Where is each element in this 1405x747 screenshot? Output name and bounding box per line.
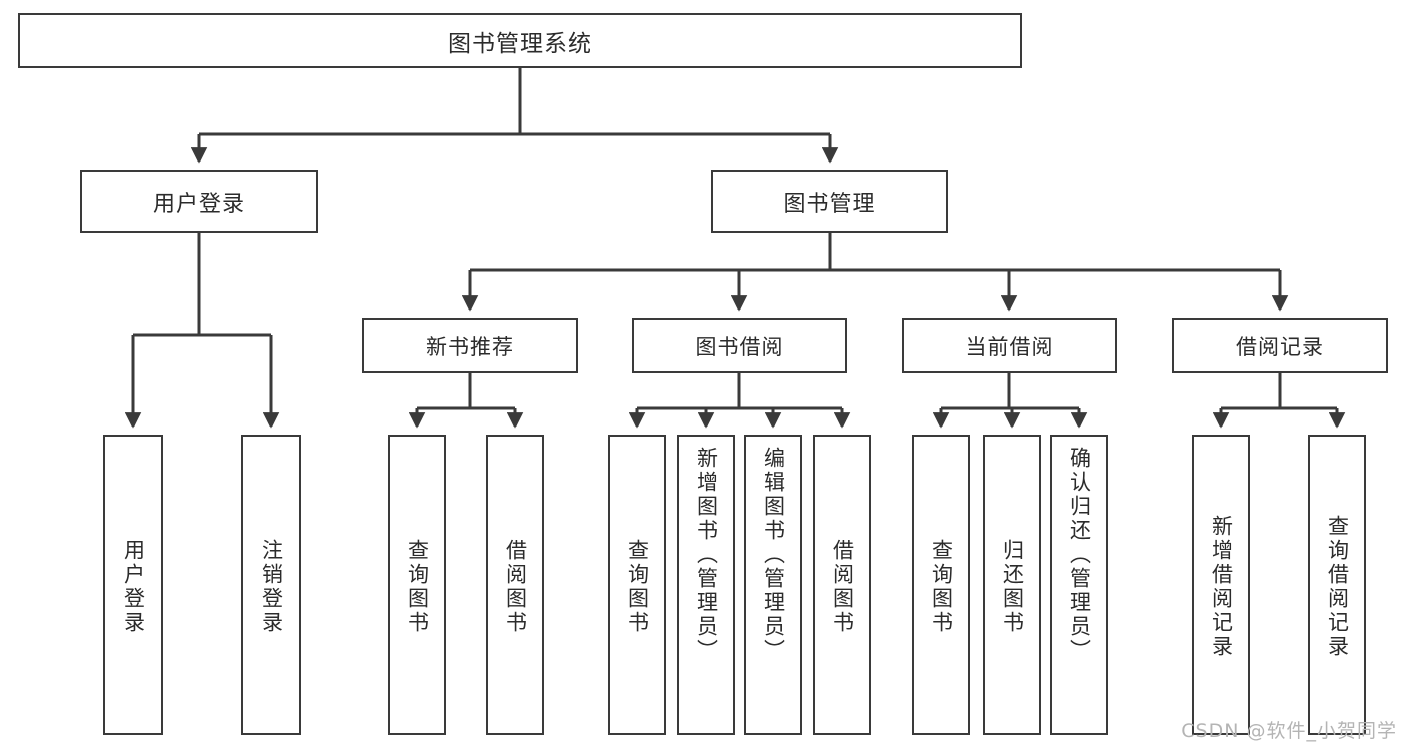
leaf-query-books-recommend-inner: 查询图书 xyxy=(390,441,444,733)
node-borrow-records-label: 借阅记录 xyxy=(1236,334,1324,359)
leaf-query-books-borrow[interactable]: 查询图书 xyxy=(608,435,666,735)
leaf-edit-book-admin-label: 编辑图书（管理员） xyxy=(761,447,786,663)
leaf-query-books-recommend[interactable]: 查询图书 xyxy=(388,435,446,735)
csdn-watermark: CSDN @软件_小贺同学 xyxy=(1181,720,1397,742)
node-book-management[interactable]: 图书管理 xyxy=(711,170,948,233)
node-book-borrow-label: 图书借阅 xyxy=(695,334,784,359)
node-user-login[interactable]: 用户登录 xyxy=(80,170,318,233)
leaf-logout-inner: 注销登录 xyxy=(243,441,299,733)
node-new-book-recommend[interactable]: 新书推荐 xyxy=(362,318,578,373)
leaf-confirm-return-admin-label: 确认归还（管理员） xyxy=(1067,447,1092,663)
leaf-confirm-return-admin-inner: 确认归还（管理员） xyxy=(1052,441,1106,739)
leaf-add-book-admin-inner: 新增图书（管理员） xyxy=(679,441,733,739)
leaf-add-borrow-record[interactable]: 新增借阅记录 xyxy=(1192,435,1250,735)
leaf-edit-book-admin-inner: 编辑图书（管理员） xyxy=(746,441,800,739)
node-root-system[interactable]: 图书管理系统 xyxy=(18,13,1022,68)
leaf-query-borrow-record-inner: 查询借阅记录 xyxy=(1310,441,1364,733)
leaf-user-login-label: 用户登录 xyxy=(121,539,146,635)
leaf-borrow-books-label: 借阅图书 xyxy=(830,539,855,635)
leaf-borrow-books-recommend[interactable]: 借阅图书 xyxy=(486,435,544,735)
leaf-add-borrow-record-label: 新增借阅记录 xyxy=(1209,515,1234,659)
node-book-borrow[interactable]: 图书借阅 xyxy=(632,318,847,373)
leaf-add-book-admin[interactable]: 新增图书（管理员） xyxy=(677,435,735,735)
leaf-query-books-current-inner: 查询图书 xyxy=(914,441,968,733)
leaf-query-books-current-label: 查询图书 xyxy=(929,539,954,635)
leaf-query-books-borrow-inner: 查询图书 xyxy=(610,441,664,733)
node-new-book-recommend-label: 新书推荐 xyxy=(426,334,514,359)
leaf-borrow-books-recommend-inner: 借阅图书 xyxy=(488,441,542,733)
node-borrow-records[interactable]: 借阅记录 xyxy=(1172,318,1388,373)
node-root-label: 图书管理系统 xyxy=(448,30,592,57)
node-user-login-label: 用户登录 xyxy=(152,191,245,217)
leaf-borrow-books-inner: 借阅图书 xyxy=(815,441,869,733)
leaf-query-books-current[interactable]: 查询图书 xyxy=(912,435,970,735)
leaf-query-books-borrow-label: 查询图书 xyxy=(625,539,650,635)
leaf-logout-label: 注销登录 xyxy=(259,539,284,635)
node-book-management-label: 图书管理 xyxy=(783,191,876,217)
leaf-query-borrow-record-label: 查询借阅记录 xyxy=(1325,515,1350,659)
leaf-user-login[interactable]: 用户登录 xyxy=(103,435,163,735)
node-current-borrow[interactable]: 当前借阅 xyxy=(902,318,1117,373)
leaf-edit-book-admin[interactable]: 编辑图书（管理员） xyxy=(744,435,802,735)
leaf-query-borrow-record[interactable]: 查询借阅记录 xyxy=(1308,435,1366,735)
leaf-logout[interactable]: 注销登录 xyxy=(241,435,301,735)
leaf-query-books-recommend-label: 查询图书 xyxy=(405,539,430,635)
leaf-borrow-books-recommend-label: 借阅图书 xyxy=(503,539,528,635)
leaf-user-login-inner: 用户登录 xyxy=(105,441,161,733)
leaf-add-book-admin-label: 新增图书（管理员） xyxy=(694,447,719,663)
leaf-return-books[interactable]: 归还图书 xyxy=(983,435,1041,735)
leaf-add-borrow-record-inner: 新增借阅记录 xyxy=(1194,441,1248,733)
leaf-confirm-return-admin[interactable]: 确认归还（管理员） xyxy=(1050,435,1108,735)
node-current-borrow-label: 当前借阅 xyxy=(965,334,1054,359)
leaf-return-books-inner: 归还图书 xyxy=(985,441,1039,733)
leaf-borrow-books[interactable]: 借阅图书 xyxy=(813,435,871,735)
leaf-return-books-label: 归还图书 xyxy=(1000,539,1025,635)
